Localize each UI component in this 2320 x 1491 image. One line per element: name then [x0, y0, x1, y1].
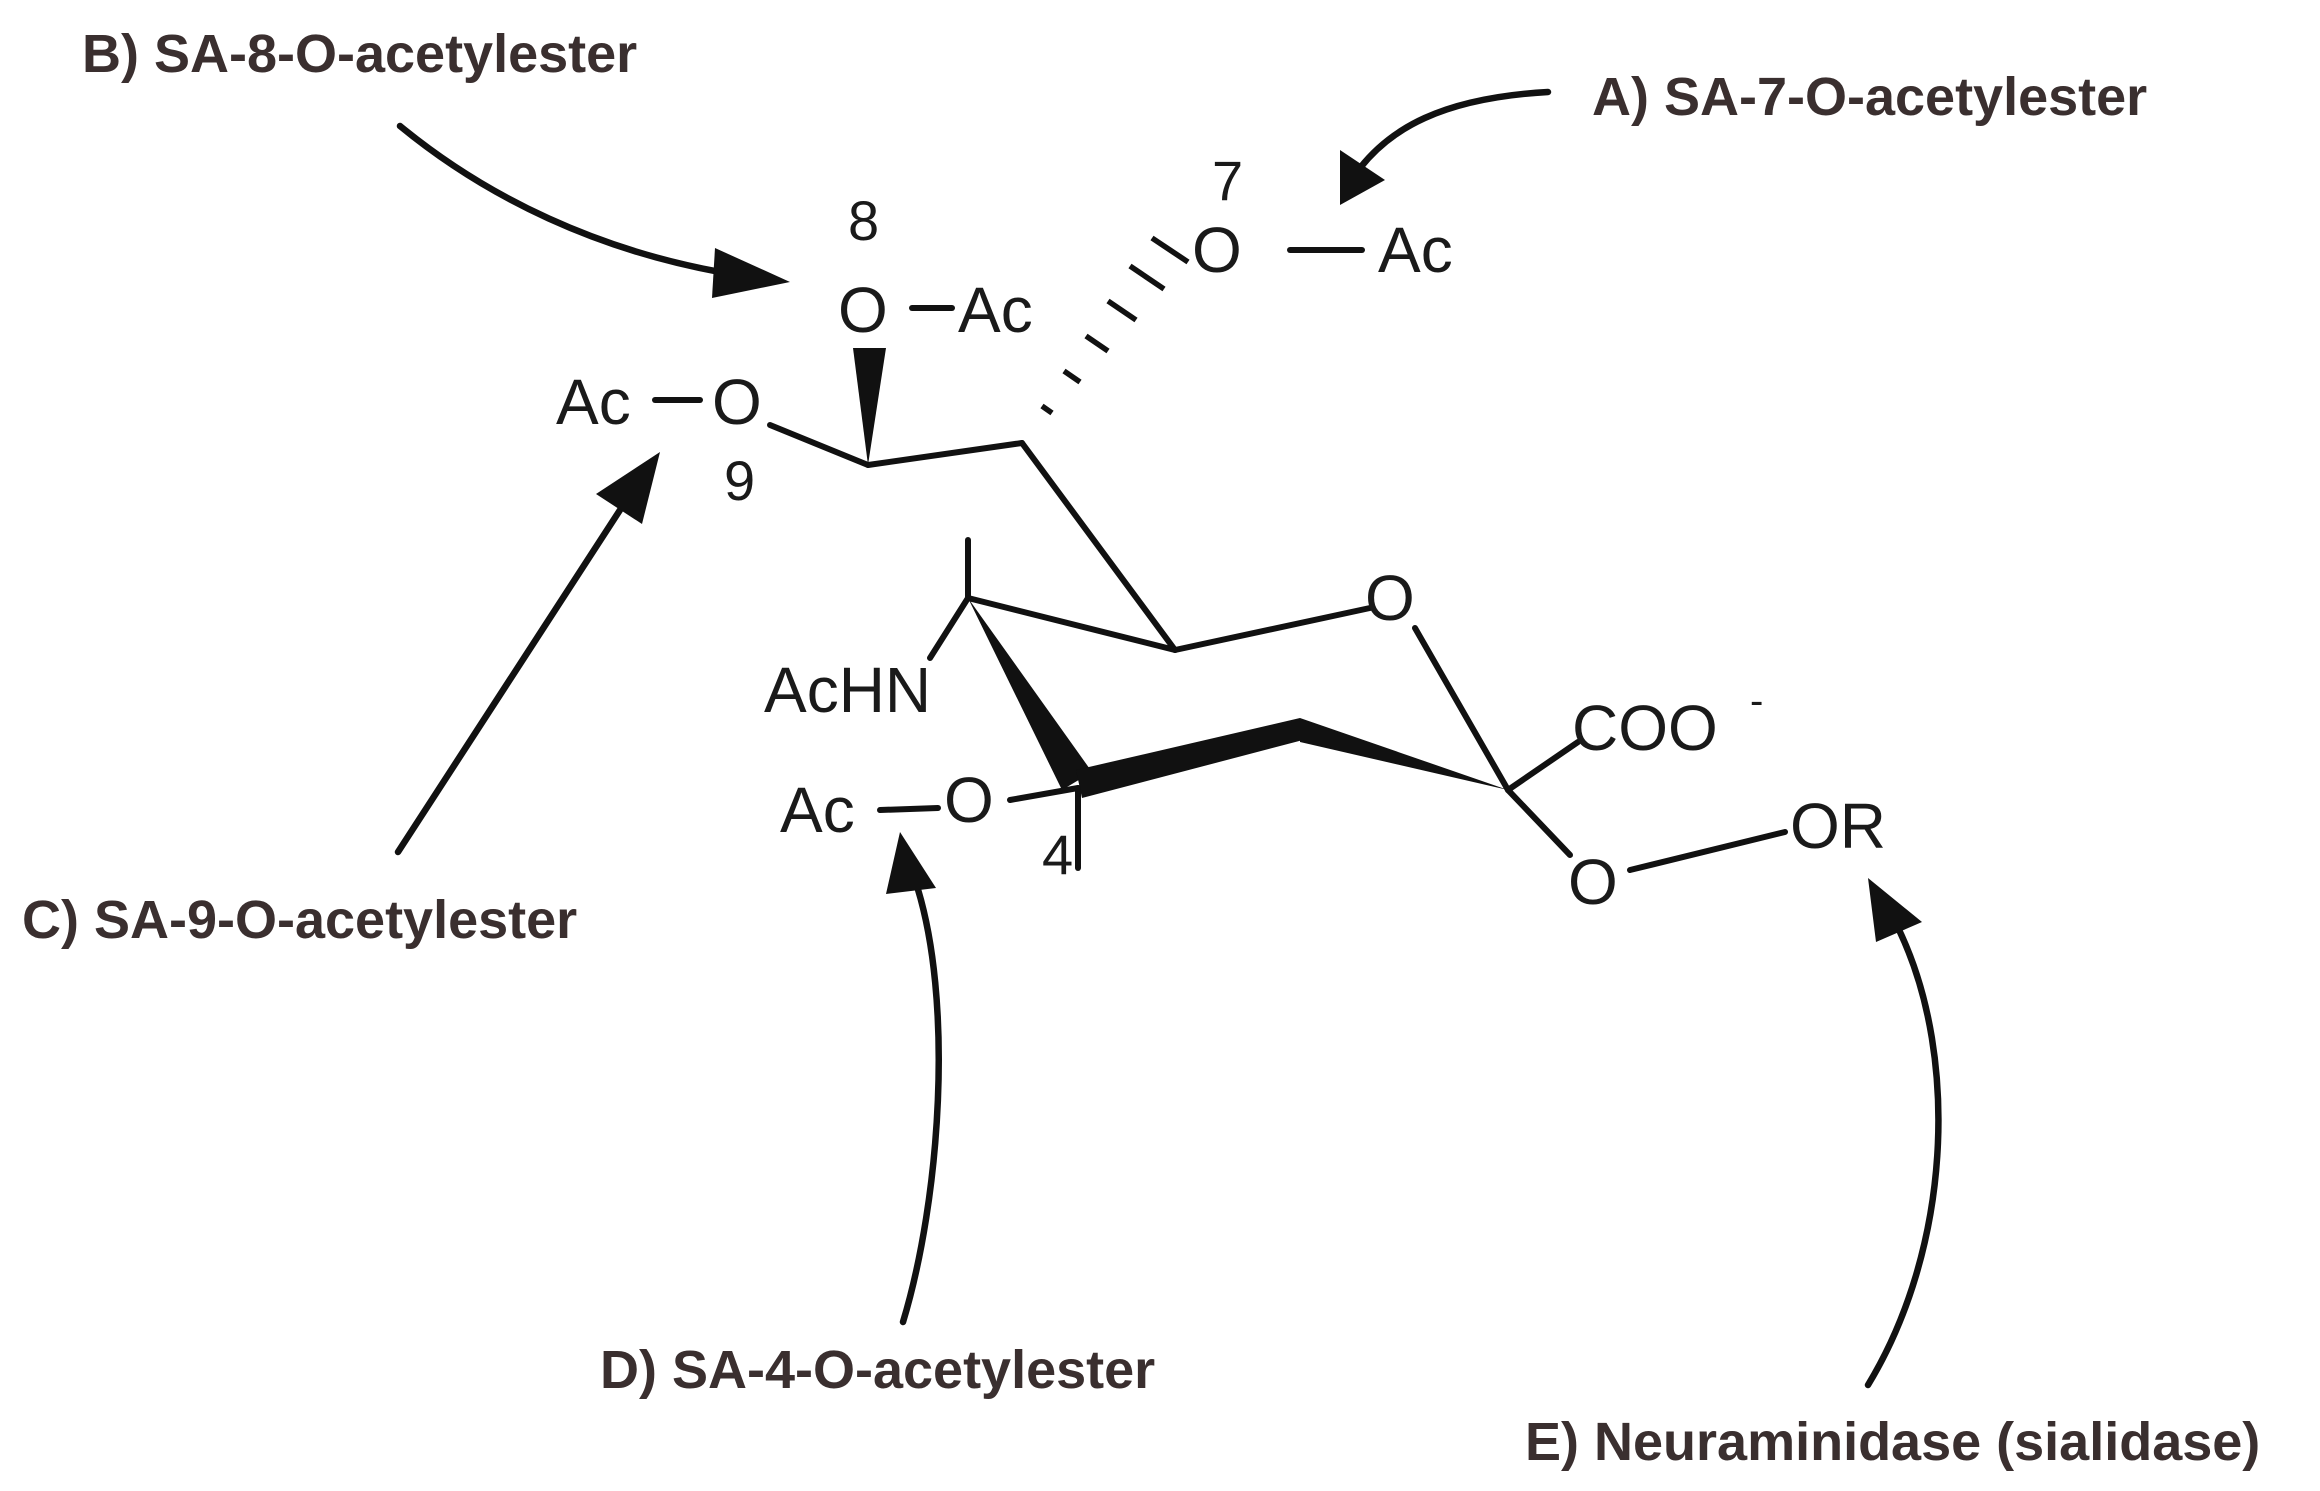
arrow-e-head — [1868, 878, 1922, 942]
atom-o8: O — [838, 274, 888, 346]
bond-c5-nh — [927, 595, 971, 661]
wedge-c3-c2 — [1300, 718, 1508, 790]
atom-or: OR — [1790, 790, 1886, 862]
arrow-b-head — [712, 248, 790, 298]
bond-oglyc-r — [1627, 829, 1788, 873]
atom-o7: O — [1192, 214, 1242, 286]
atom-ac4: Ac — [780, 774, 855, 846]
bond-c8-c6 — [1019, 440, 1178, 653]
atom-o-ring: O — [1365, 562, 1415, 634]
wedge-c9-o8 — [853, 348, 886, 465]
label-c: C) SA-9-O-acetylester — [22, 890, 577, 950]
arrows — [394, 88, 1942, 1389]
label-b: B) SA-8-O-acetylester — [82, 24, 637, 84]
arrow-e — [1864, 928, 1942, 1389]
arrow-c-head — [596, 452, 660, 524]
atom-num-9: 9 — [724, 449, 755, 512]
atom-o9: O — [712, 366, 762, 438]
atom-o-glycosidic: O — [1568, 846, 1618, 918]
bond-ac4-o4 — [877, 805, 941, 813]
arrow-a — [1356, 88, 1552, 172]
atom-ac8: Ac — [958, 274, 1033, 346]
bond-c2-oglyc — [1505, 787, 1573, 858]
molecule-skeleton — [652, 235, 1788, 873]
atom-ac9: Ac — [556, 366, 631, 438]
bond-c6-oring — [1172, 605, 1373, 653]
arrow-c — [394, 506, 624, 856]
bond-c9-o9 — [767, 422, 871, 468]
hash-c8-o7 — [1040, 235, 1190, 416]
atom-coo: COO — [1572, 692, 1718, 764]
atom-coo-charge: - — [1750, 679, 1763, 723]
atom-num-7: 7 — [1212, 149, 1243, 212]
atom-num-8: 8 — [848, 189, 879, 252]
bond-c4-o4 — [1007, 785, 1081, 803]
bond-c6-c5 — [965, 595, 1178, 653]
atom-labels: 7 O Ac 8 O Ac Ac O 9 O AcHN Ac O 4 COO -… — [556, 149, 1886, 918]
atom-o4: O — [944, 764, 994, 836]
label-e: E) Neuraminidase (sialidase) — [1525, 1412, 2260, 1472]
arrow-a-head — [1340, 150, 1385, 205]
wedge-c5-c4 — [968, 598, 1092, 790]
atom-ac7: Ac — [1378, 214, 1453, 286]
label-a: A) SA-7-O-acetylester — [1592, 67, 2147, 127]
bond-c2-coo — [1505, 739, 1581, 793]
atom-achn: AcHN — [764, 654, 931, 726]
annotation-labels: A) SA-7-O-acetylester B) SA-8-O-acetyles… — [22, 24, 2260, 1472]
arrow-d-head — [886, 832, 936, 894]
arrow-b — [396, 122, 724, 276]
arrow-d — [899, 876, 942, 1326]
label-d: D) SA-4-O-acetylester — [600, 1340, 1155, 1400]
bold-c4-c3 — [1076, 718, 1303, 798]
bond-oring-c2 — [1412, 625, 1511, 793]
atom-num-4: 4 — [1042, 823, 1073, 886]
bond-c9-c8 — [865, 440, 1025, 468]
